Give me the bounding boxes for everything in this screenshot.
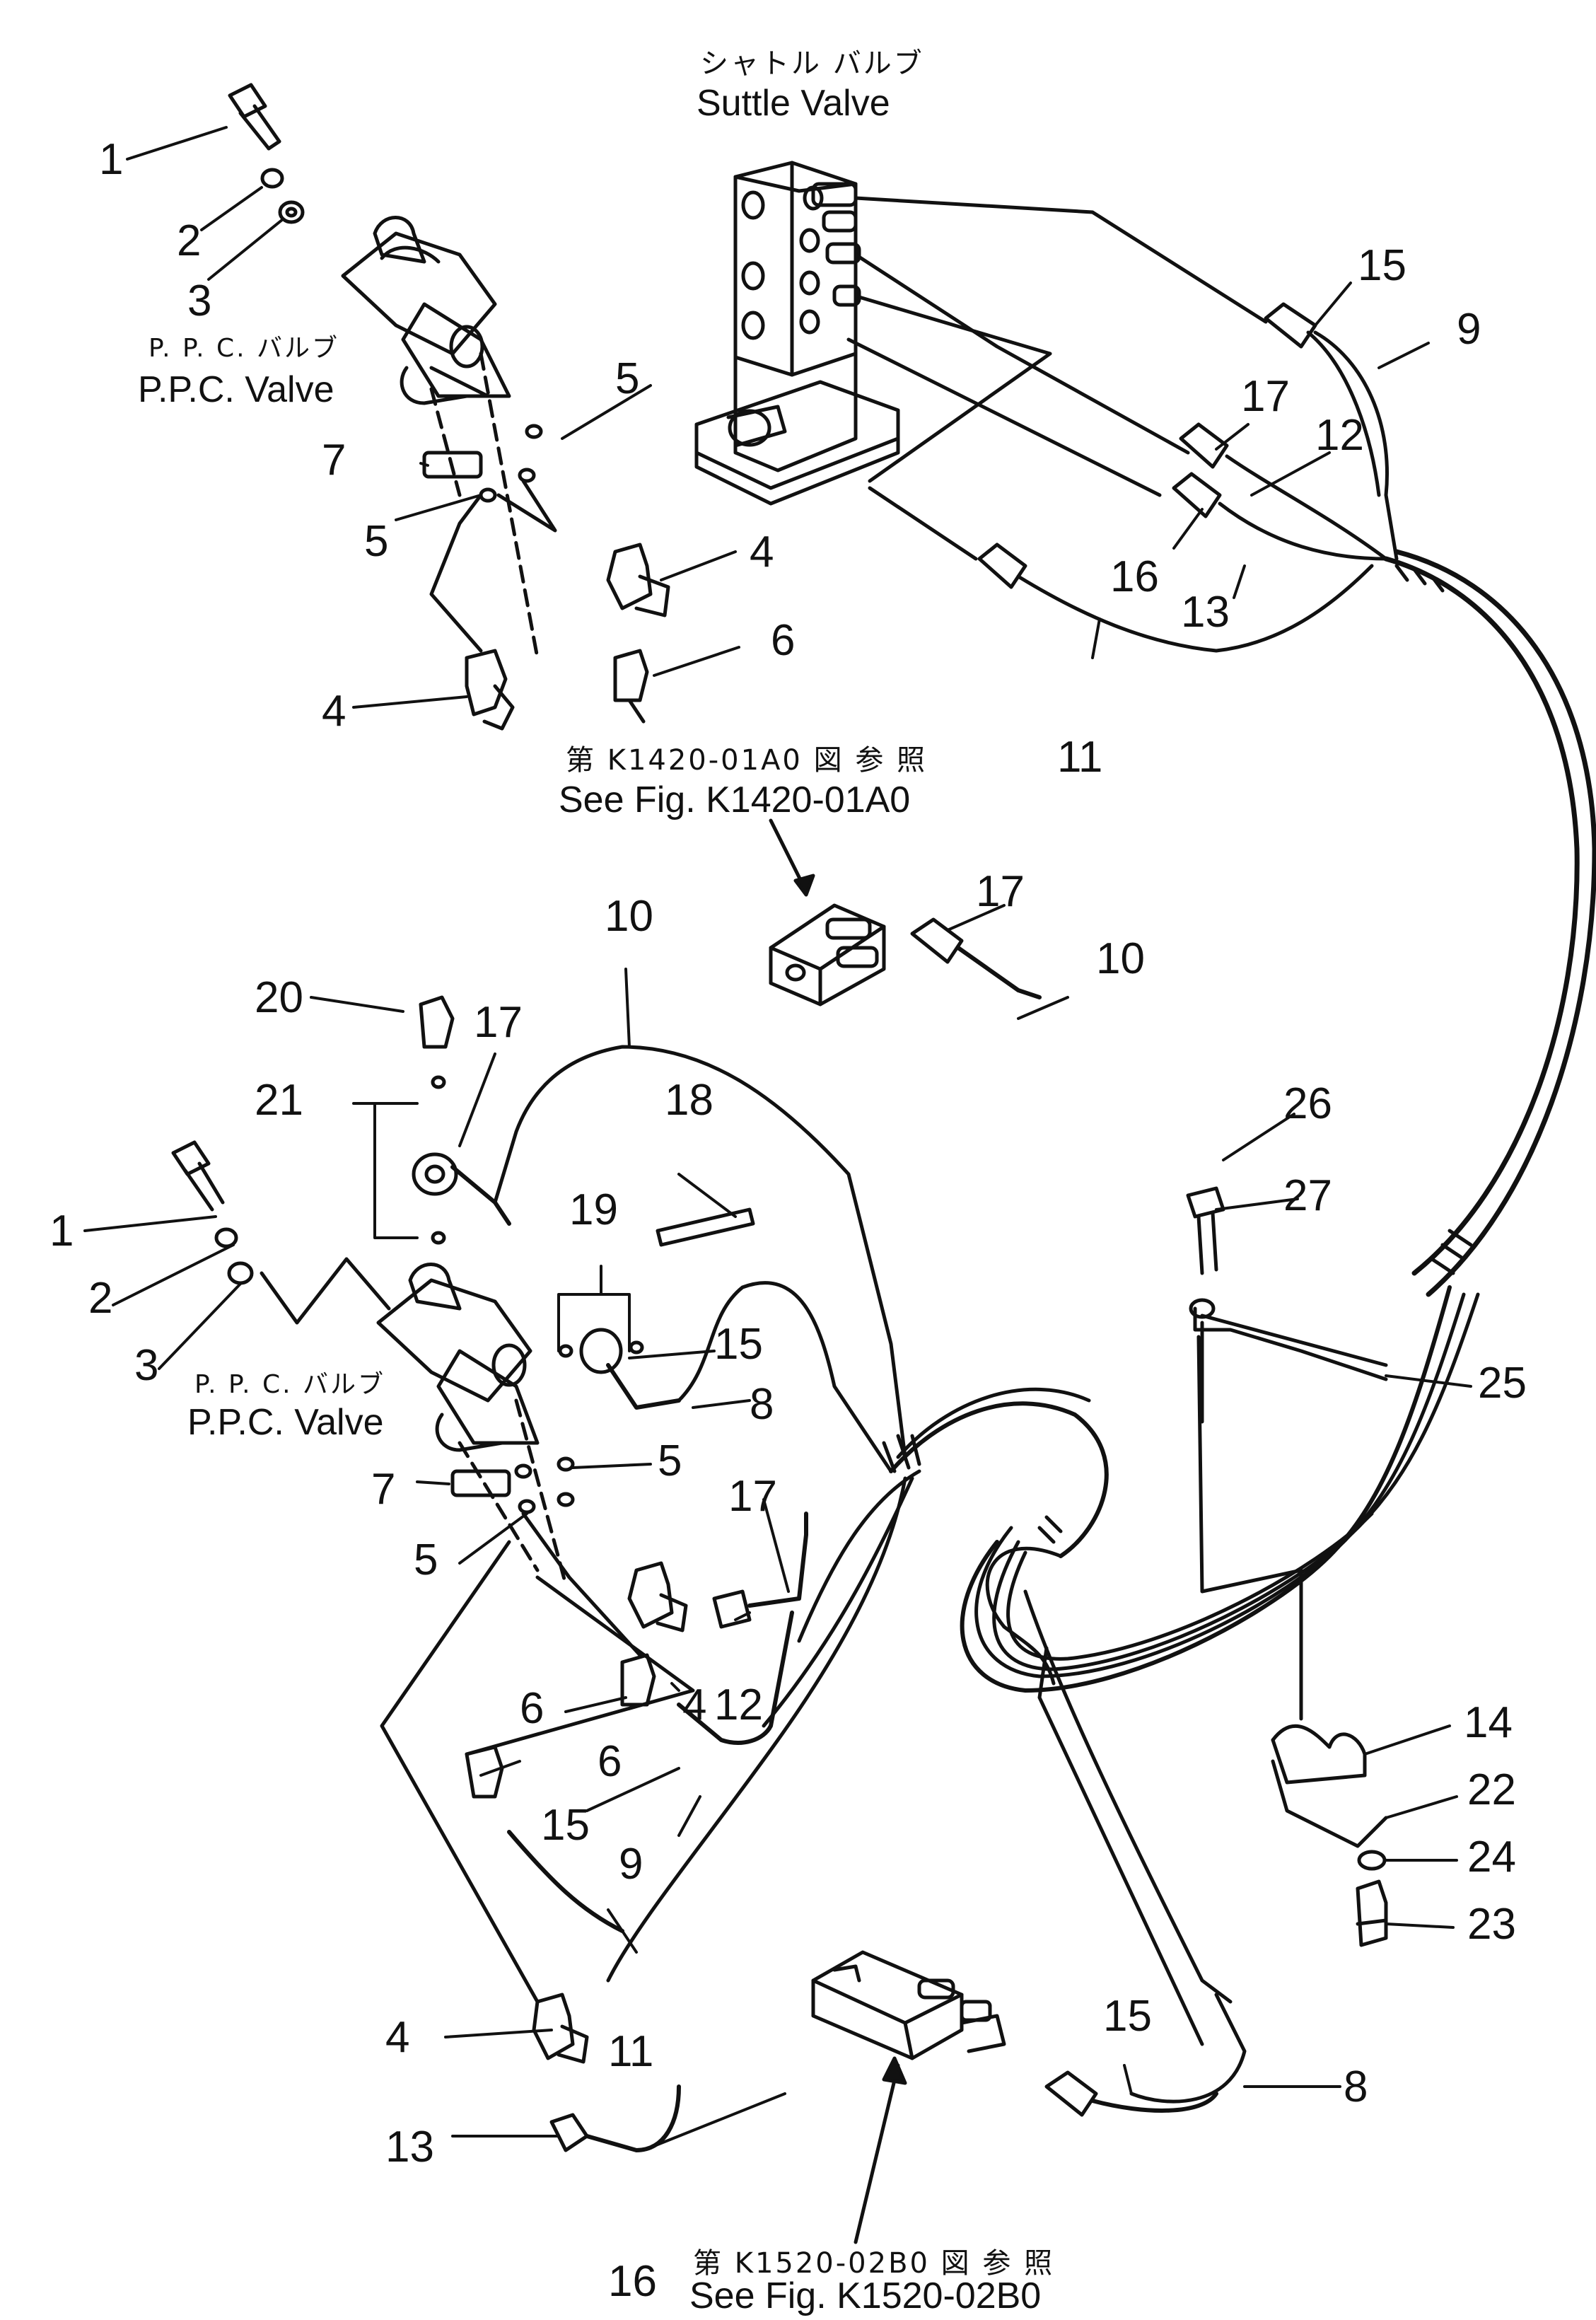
callout-6: 6: [598, 1737, 622, 1786]
callout-17: 17: [474, 998, 523, 1047]
callout-9: 9: [1457, 305, 1481, 354]
callout-17: 17: [1241, 372, 1290, 421]
callout-13: 13: [385, 2123, 434, 2171]
reference-fig-k1420-caption-jp: 第 K1420-01A0 図 参 照: [566, 744, 928, 777]
callout-15: 15: [1103, 1992, 1152, 2041]
callout-7: 7: [371, 1465, 396, 1514]
callout-8: 8: [1344, 2063, 1368, 2111]
callout-3: 3: [134, 1341, 159, 1390]
callout-17: 17: [976, 867, 1025, 916]
callout-13: 13: [1181, 588, 1230, 637]
callout-20: 20: [255, 973, 303, 1022]
clamp-assembly: [1186, 1186, 1388, 1947]
callout-25: 25: [1478, 1359, 1527, 1408]
callout-19: 19: [569, 1185, 618, 1234]
ppc-valve-top-caption-jp: P. P. C. バルブ: [148, 334, 340, 363]
reference-fig-k1420-caption-en: See Fig. K1420-01A0: [559, 779, 911, 820]
callout-27: 27: [1283, 1171, 1332, 1220]
shuttle-valve-caption-jp: シャトル バルブ: [700, 47, 924, 80]
hose-bundle-bottom: [507, 1285, 1480, 2152]
callout-10: 10: [605, 892, 653, 941]
callout-8: 8: [750, 1380, 774, 1429]
callout-12: 12: [714, 1681, 763, 1729]
callout-5: 5: [364, 517, 389, 566]
k1420-component: [769, 818, 1042, 1007]
callout-15: 15: [714, 1320, 763, 1369]
callout-3: 3: [187, 277, 212, 325]
k1520-component: [811, 1950, 1218, 2244]
reference-fig-k1520-caption-jp: 第 K1520-02B0 図 参 照: [693, 2247, 1055, 2280]
callout-14: 14: [1464, 1698, 1513, 1747]
callout-5: 5: [615, 354, 640, 403]
callout-22: 22: [1467, 1765, 1516, 1814]
callout-5: 5: [658, 1437, 682, 1485]
callout-4: 4: [750, 528, 774, 576]
shuttle-valve-caption-en: Suttle Valve: [697, 83, 890, 124]
callout-15: 15: [1358, 241, 1406, 290]
callout-17: 17: [728, 1472, 777, 1521]
callout-10: 10: [1096, 934, 1145, 983]
reference-fig-k1520-caption-en: See Fig. K1520-02B0: [689, 2275, 1042, 2316]
ppc-valve-bottom: [171, 995, 907, 2064]
callout-4: 4: [322, 687, 346, 736]
callout-16: 16: [1110, 552, 1159, 601]
callout-12: 12: [1315, 411, 1364, 460]
callout-6: 6: [520, 1684, 544, 1733]
callout-2: 2: [177, 216, 202, 265]
callout-23: 23: [1467, 1900, 1516, 1949]
callout-4: 4: [385, 2013, 410, 2062]
ppc-valve-bottom-caption-jp: P. P. C. バルブ: [194, 1370, 386, 1399]
shuttle-valve: [694, 161, 1268, 561]
callout-24: 24: [1467, 1833, 1516, 1881]
callout-11: 11: [608, 2027, 654, 2076]
callout-5: 5: [414, 1536, 438, 1584]
hose-bundle-top: [977, 302, 1596, 1297]
callout-11: 11: [1057, 733, 1103, 782]
callout-16: 16: [608, 2257, 657, 2306]
ppc-valve-bottom-caption-en: P.P.C. Valve: [187, 1402, 384, 1443]
callout-leaders: [83, 126, 1472, 2152]
callout-18: 18: [665, 1076, 713, 1125]
callout-2: 2: [88, 1274, 113, 1323]
callout-6: 6: [771, 616, 796, 665]
callout-15: 15: [541, 1801, 590, 1850]
ppc-valve-top: [228, 83, 670, 731]
callout-7: 7: [322, 436, 346, 485]
callout-21: 21: [255, 1076, 303, 1125]
ppc-valve-top-caption-en: P.P.C. Valve: [138, 369, 334, 410]
callout-4: 4: [682, 1681, 707, 1729]
callout-9: 9: [619, 1840, 643, 1889]
callout-1: 1: [99, 135, 124, 184]
callout-1: 1: [49, 1207, 74, 1255]
callout-26: 26: [1283, 1079, 1332, 1128]
